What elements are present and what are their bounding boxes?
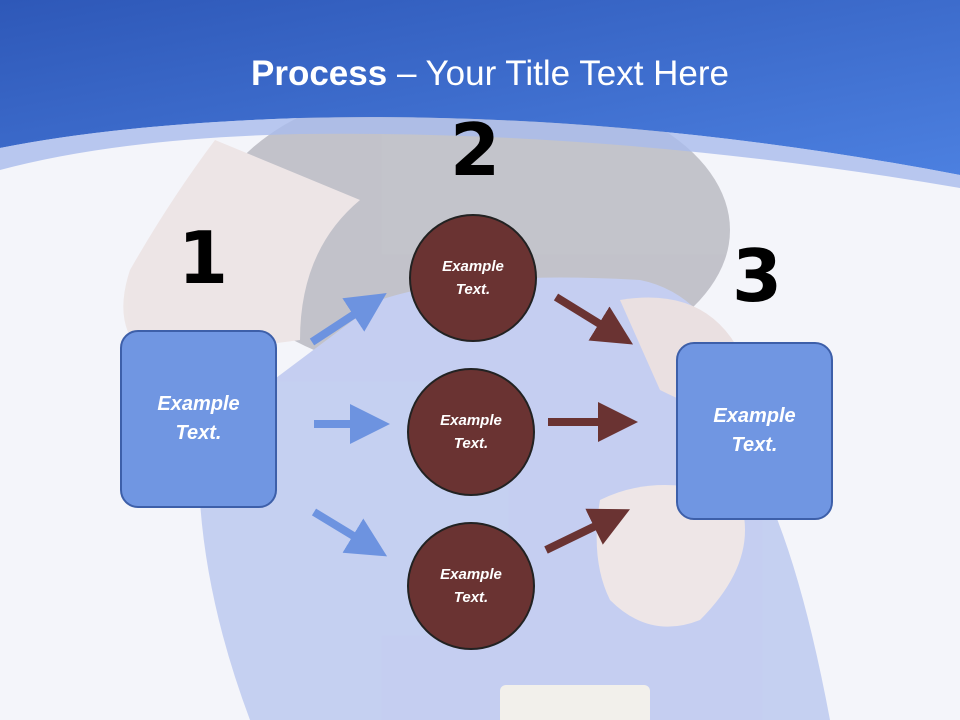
slide-title: Process – Your Title Text Here	[0, 54, 960, 94]
step-3-box-text: Example Text.	[713, 405, 796, 456]
circle-middle-text: Example Text.	[440, 412, 502, 452]
arrow-1-to-top	[309, 293, 387, 346]
step-2-circle-top: Example Text.	[409, 214, 537, 342]
circle-top-text: Example Text.	[442, 258, 504, 298]
step-number-3: 3	[732, 234, 783, 318]
step-number-2: 2	[450, 108, 501, 192]
arrow-1-to-bottom	[311, 508, 388, 557]
title-bold: Process	[251, 54, 388, 93]
step-3-box: Example Text.	[676, 342, 833, 520]
title-rest: – Your Title Text Here	[387, 54, 729, 93]
step-2-circle-middle: Example Text.	[407, 368, 535, 496]
step-1-box: Example Text.	[120, 330, 277, 508]
circle-bottom-text: Example Text.	[440, 566, 502, 606]
step-1-box-text: Example Text.	[157, 393, 240, 444]
step-number-1: 1	[178, 216, 229, 300]
step-2-circle-bottom: Example Text.	[407, 522, 535, 650]
arrow-top-to-3	[553, 293, 634, 345]
arrow-bottom-to-3	[544, 508, 630, 554]
